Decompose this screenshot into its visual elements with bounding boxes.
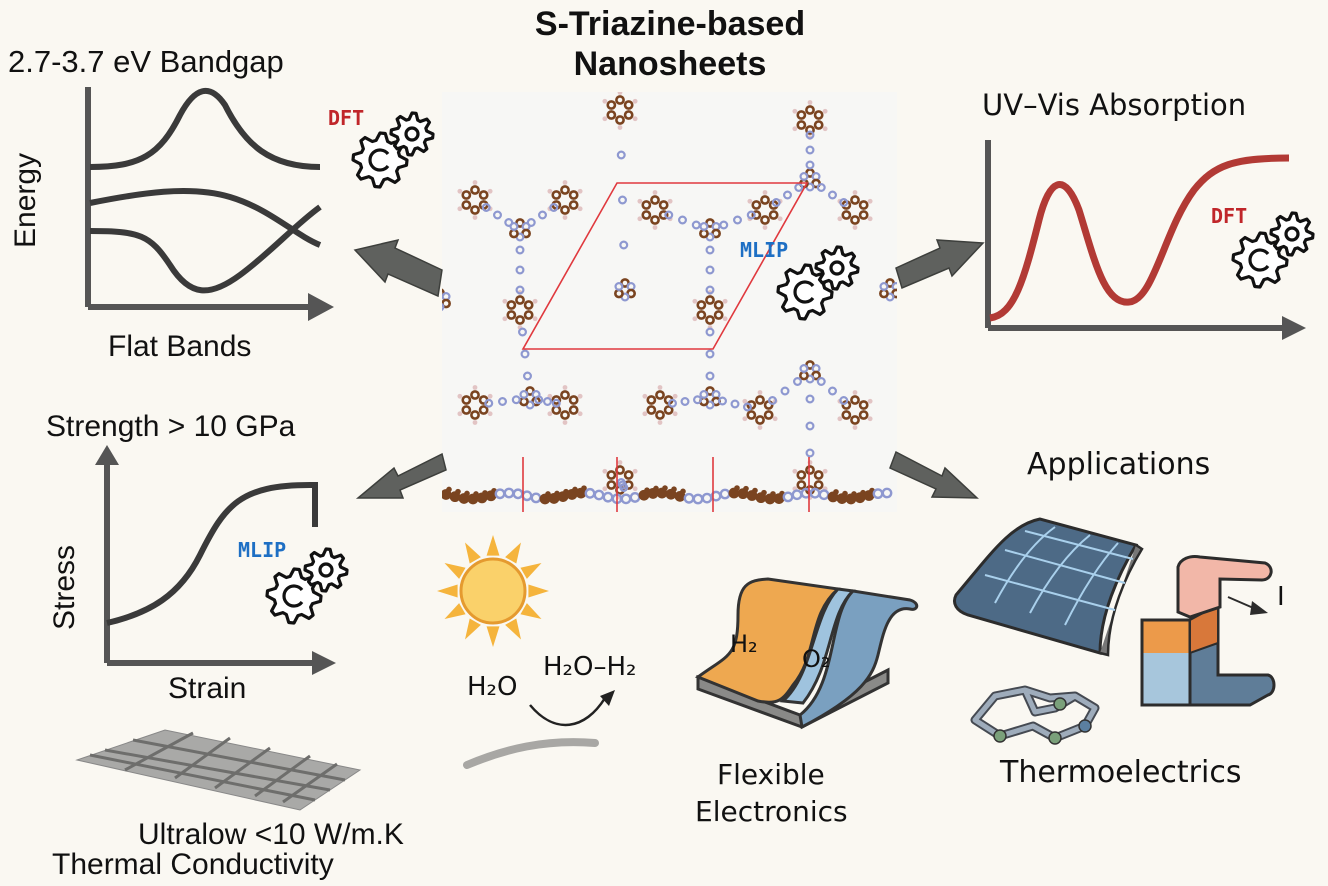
- stress-strain-plot: [95, 445, 336, 675]
- stress-curve: [106, 482, 318, 626]
- mechanical-x-label: Strain: [168, 672, 247, 705]
- flexible-h2-label: H₂: [730, 630, 758, 658]
- flexible-electronics-icon: [694, 577, 919, 730]
- band-curve-2: [89, 188, 322, 248]
- uvvis-dft-tag: DFT: [1211, 204, 1248, 228]
- current-label: I: [1277, 582, 1285, 612]
- bandgap-plot: [85, 87, 334, 321]
- flexible-o2-label: O₂: [802, 645, 831, 673]
- uvvis-plot: [985, 140, 1306, 340]
- sun-icon: [437, 535, 549, 647]
- bandgap-x-label: Flat Bands: [108, 330, 252, 363]
- molecule-ring-icon: [970, 685, 1100, 745]
- bandgap-y-label: Energy: [9, 152, 42, 248]
- water-product: H₂O–H₂: [543, 652, 637, 682]
- uvvis-title: UV–Vis Absorption: [982, 88, 1247, 122]
- mechanical-gears-icon: [265, 547, 349, 625]
- arrow-to-mechanical: [355, 452, 447, 499]
- thermoelectric-device-icon: [1140, 555, 1276, 707]
- arrow-to-uvvis: [895, 239, 985, 290]
- structure-mlip-tag: MLIP: [740, 238, 789, 262]
- arrow-to-bandgap: [353, 238, 443, 298]
- thermal-label-line2: Thermal Conductivity: [52, 848, 334, 881]
- thermal-label-line1: Ultralow <10 W/m.K: [138, 818, 404, 851]
- arrow-to-applications: [889, 450, 979, 499]
- solar-panel-icon: [953, 517, 1144, 657]
- main-title: S-Triazine-based Nanosheets: [430, 4, 910, 84]
- water-reactant: H₂O: [467, 672, 518, 702]
- mechanical-mlip-tag: MLIP: [238, 538, 287, 562]
- main-title-line1: S-Triazine-based: [534, 5, 806, 43]
- applications-title: Applications: [1027, 447, 1211, 482]
- structure-gears-icon: [776, 245, 860, 321]
- bandgap-title: 2.7-3.7 eV Bandgap: [8, 44, 284, 79]
- bandgap-gears-icon: [351, 111, 435, 189]
- flexible-label-line1: Flexible: [717, 758, 825, 791]
- reaction-arrow: [529, 690, 615, 727]
- mechanical-y-label: Stress: [48, 544, 81, 630]
- mechanical-title: Strength > 10 GPa: [46, 410, 296, 443]
- thermoelectrics-label: Thermoelectrics: [1000, 755, 1242, 790]
- bandgap-dft-tag: DFT: [328, 106, 365, 130]
- swoosh-decoration: [463, 738, 599, 769]
- uvvis-gears-icon: [1231, 211, 1315, 289]
- main-title-line2: Nanosheets: [573, 45, 767, 83]
- band-curve-3: [89, 204, 322, 294]
- absorption-curve: [989, 154, 1290, 322]
- band-curve-1: [89, 87, 321, 170]
- flexible-label-line2: Electronics: [695, 795, 848, 828]
- thermal-sheet-icon: [75, 729, 362, 811]
